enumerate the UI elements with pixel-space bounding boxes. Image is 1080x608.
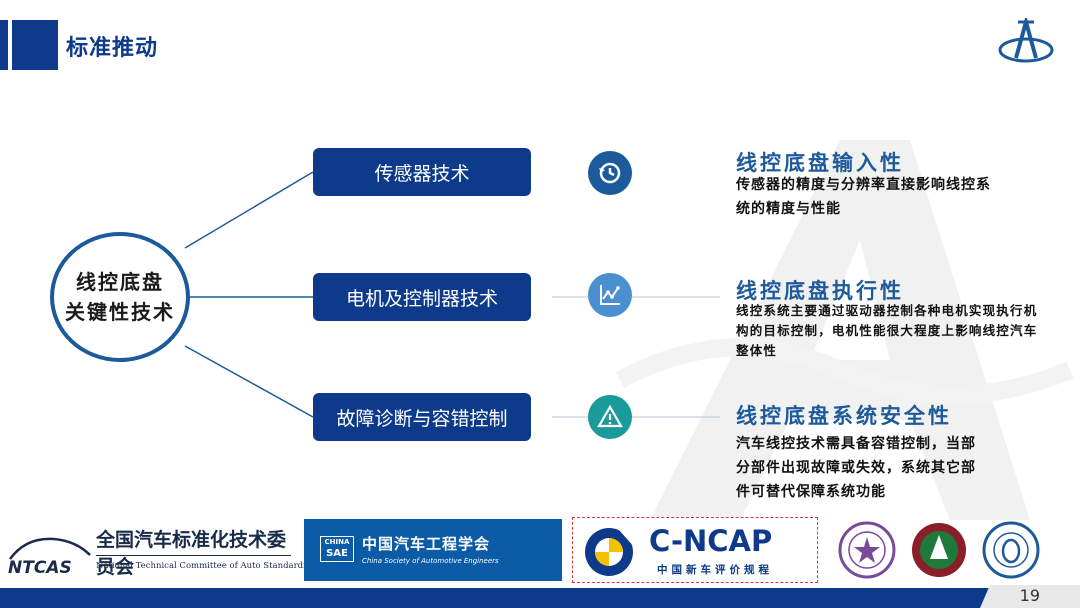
core-technology-oval: 线控底盘 关键性技术 [50, 232, 190, 362]
safety-feature-description: 汽车线控技术需具备容错控制，当部分部件出现故障或失效，系统其它部件可替代保障系统… [736, 436, 976, 500]
header-accent-bar [0, 20, 60, 70]
page-number-tab: 19 [980, 585, 1080, 608]
ntcas-mark-text: NTCAS [8, 558, 72, 577]
sae-name-cn: 中国汽车工程学会 [362, 535, 491, 553]
sae-badge: CHINA SAE [320, 536, 354, 562]
core-label-line2: 关键性技术 [65, 300, 175, 324]
sae-logo: CHINA SAE 中国汽车工程学会 China Society of Auto… [304, 519, 562, 581]
ntcas-logo: NTCAS 全国汽车标准化技术委员会 National Technical Co… [6, 519, 332, 583]
footer-logos: NTCAS 全国汽车标准化技术委员会 National Technical Co… [0, 515, 1080, 587]
cncap-name-cn: 中国新车评价规程 [657, 564, 773, 576]
cncap-logo: C-NCAP 中国新车评价规程 [572, 517, 818, 583]
university-seal-2-icon [912, 523, 966, 577]
university-seal-1-icon [838, 521, 896, 579]
watermark-logo [615, 140, 1074, 520]
university-seal-3-icon [982, 521, 1040, 579]
execution-feature-description: 线控系统主要通过驱动器控制各种电机实现执行机构的目标控制，电机性能很大程度上影响… [736, 303, 1038, 358]
line-graph-icon [588, 273, 632, 317]
ntcas-car-icon: NTCAS [8, 537, 91, 577]
page-title: 标准推动 [66, 36, 159, 61]
ntcas-name-cn: 全国汽车标准化技术委员会 [96, 529, 287, 578]
tatc-logo-icon [998, 18, 1054, 63]
sae-name-en: China Society of Automotive Engineers [362, 557, 499, 565]
motor-controller-technology-box: 电机及控制器技术 [313, 273, 531, 321]
execution-feature-title: 线控底盘执行性 [736, 279, 904, 303]
ntcas-name-en: National Technical Committee of Auto Sta… [96, 561, 333, 571]
core-label-line1: 线控底盘 [76, 270, 164, 294]
input-feature-description: 传感器的精度与分辨率直接影响线控系统的精度与性能 [736, 177, 991, 217]
warning-triangle-icon [588, 395, 632, 439]
safety-feature-title: 线控底盘系统安全性 [736, 404, 952, 428]
clock-history-icon [588, 151, 632, 195]
fault-diagnosis-technology-box: 故障诊断与容错控制 [313, 393, 531, 441]
page-number: 19 [1019, 586, 1040, 605]
input-feature-title: 线控底盘输入性 [736, 151, 904, 175]
cncap-target-icon [585, 526, 635, 576]
cncap-name-en: C-NCAP [649, 524, 773, 558]
sensor-technology-box: 传感器技术 [313, 148, 531, 196]
footer-bar [0, 588, 1080, 608]
